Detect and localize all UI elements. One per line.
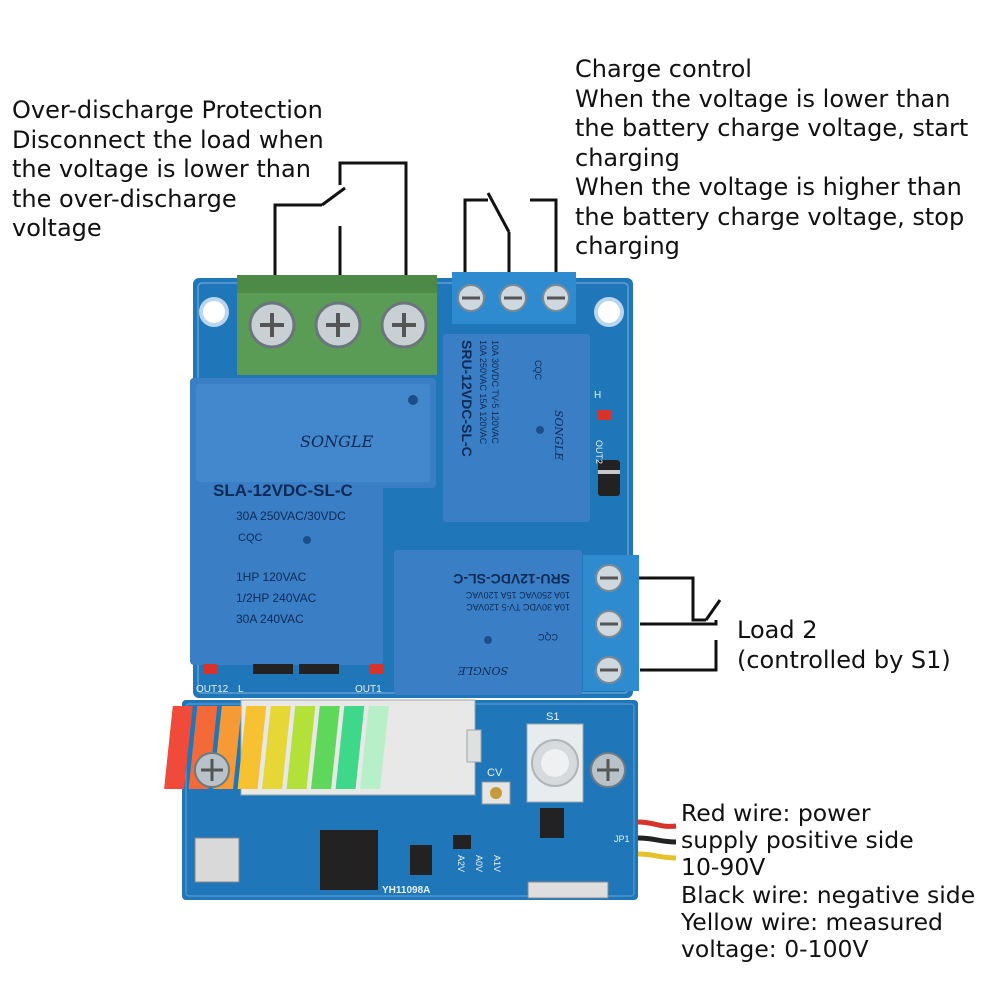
wiring-lines	[273, 161, 722, 672]
mount-hole-tl	[199, 297, 229, 327]
battery-bar	[360, 706, 389, 789]
cv-potentiometer: CV	[481, 767, 511, 805]
wires-line-2: supply positive side	[681, 826, 914, 855]
charge-line-3: the battery charge voltage, start	[575, 114, 969, 142]
wires-line-3: 10-90V	[681, 853, 766, 882]
wires-line-5: Yellow wire: measured	[681, 907, 943, 936]
relay-large: SONGLE SLA-12VDC-SL-C 30A 250VAC/30VDC C…	[190, 378, 436, 665]
input-wires	[637, 819, 677, 861]
relay-top-model: SRU-12VDC-SL-C	[459, 340, 475, 457]
relay-large-cert: CQC	[238, 532, 263, 544]
board-screws	[194, 752, 626, 788]
ic-chips: YH11098A A2V A0V A1V JP1	[194, 808, 630, 899]
over-discharge-line-right	[338, 161, 408, 282]
silk-out12: OUT12	[196, 684, 229, 695]
relay-small-bottom: SRU-12VDC-SL-C 10A 250VAC 15A 120VAC 10A…	[394, 550, 582, 695]
relay-top-cert: CQC	[533, 360, 543, 381]
pcb-components: OUT12 L OUT1 H OUT2	[196, 390, 620, 695]
relay-large-rating: 30A 250VAC/30VDC	[236, 509, 346, 523]
silk-out2: OUT2	[594, 440, 604, 464]
relay-top-rating2: 10A 30VDC TV-5 120VAC	[490, 340, 500, 444]
over-discharge-line-2: Disconnect the load when	[12, 125, 324, 154]
relay-large-brand: SONGLE	[300, 432, 373, 451]
battery-bar	[335, 706, 365, 789]
silk-a2v: A2V	[456, 855, 466, 872]
load2-line-2: (controlled by S1)	[737, 645, 951, 674]
load2-line-1: Load 2	[737, 616, 818, 644]
over-discharge-line-left	[273, 203, 322, 282]
silk-model: YH11098A	[382, 885, 430, 896]
mount-hole-tr	[594, 297, 624, 327]
charge-line-right	[530, 198, 558, 272]
over-discharge-line-4: the over-discharge	[12, 184, 237, 213]
over-discharge-annotation: Over-discharge Protection Disconnect the…	[12, 96, 324, 244]
charge-line-5: When the voltage is higher than	[575, 173, 962, 201]
charge-switch-arm	[486, 192, 511, 233]
load2-annotation: Load 2 (controlled by S1)	[737, 616, 951, 675]
wires-annotation: Red wire: power supply positive side 10-…	[681, 799, 976, 964]
blue-terminal-block-right	[583, 555, 639, 691]
silk-jp1: JP1	[614, 834, 630, 844]
wires-line-1: Red wire: power	[681, 799, 871, 827]
load2-line-top	[632, 576, 706, 622]
silk-out1: OUT1	[355, 684, 382, 695]
battery-level-display	[164, 699, 482, 796]
battery-bar	[164, 706, 193, 789]
relay-large-spec1: 1HP 120VAC	[236, 570, 307, 584]
over-discharge-line-1: Over-discharge Protection	[12, 96, 323, 124]
battery-bar	[237, 706, 267, 789]
relay-top-brand: SONGLE	[552, 410, 565, 460]
wires-line-4: Black wire: negative side	[681, 880, 976, 909]
blue-terminal-block-top	[452, 272, 576, 324]
charge-line-7: charging	[575, 232, 680, 260]
relay-bottom-brand: SONGLE	[458, 664, 508, 677]
relay-large-spec2: 1/2HP 240VAC	[236, 591, 317, 605]
load2-line-bottom	[640, 640, 718, 672]
battery-bar	[262, 706, 291, 789]
over-discharge-line-5: voltage	[12, 214, 102, 242]
charge-line-left	[463, 198, 488, 272]
battery-bar	[311, 706, 340, 789]
load2-line-mid	[640, 620, 718, 626]
over-discharge-switch-arm	[321, 186, 346, 207]
silk-h: H	[594, 390, 601, 401]
silk-a1v: A1V	[492, 855, 502, 872]
silk-a0v: A0V	[474, 855, 484, 872]
silk-s1: S1	[546, 711, 559, 723]
over-discharge-line-3: the voltage is lower than	[12, 155, 311, 183]
silk-l: L	[238, 684, 244, 695]
relay-large-model: SLA-12VDC-SL-C	[213, 481, 353, 500]
button-s1: S1	[526, 711, 584, 803]
relay-top-rating1: 10A 250VAC 15A 120VAC	[478, 340, 488, 445]
battery-bar	[286, 706, 316, 789]
silk-cv: CV	[487, 767, 503, 779]
wires-line-6: voltage: 0-100V	[681, 935, 869, 964]
relay-large-spec3: 30A 240VAC	[236, 612, 304, 626]
relay-bottom-rating1: 10A 250VAC 15A 120VAC	[465, 590, 570, 600]
charge-line-4: charging	[575, 143, 680, 172]
charge-line-6: the battery charge voltage, stop	[575, 202, 965, 231]
relay-bottom-rating2: 10A 30VDC TV-5 120VAC	[466, 602, 570, 612]
load2-switch-arm	[704, 599, 722, 621]
charge-line-1: Charge control	[575, 55, 752, 83]
relay-small-top: SRU-12VDC-SL-C 10A 250VAC 15A 120VAC 10A…	[443, 334, 590, 522]
charge-line-2: When the voltage is lower than	[575, 84, 951, 113]
green-terminal-block	[237, 275, 437, 375]
relay-bottom-model: SRU-12VDC-SL-C	[453, 571, 570, 587]
relay-bottom-cert: CQC	[538, 632, 559, 642]
charge-control-annotation: Charge control When the voltage is lower…	[575, 55, 968, 262]
